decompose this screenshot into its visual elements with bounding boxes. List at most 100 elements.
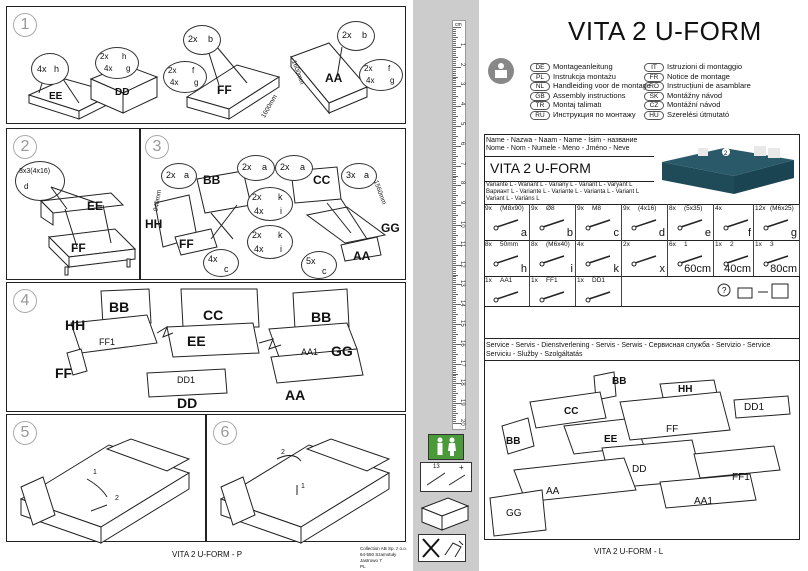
language-text: Montážní návod	[667, 100, 721, 110]
ruler-tick	[453, 173, 456, 175]
hardware-letter: b	[566, 227, 573, 239]
part-label: HH	[65, 317, 86, 333]
ruler-tick	[453, 90, 456, 92]
language-code: CZ	[644, 101, 664, 111]
ruler-tick	[453, 238, 456, 240]
part-label: AA	[285, 387, 306, 403]
ruler-tick	[453, 262, 456, 264]
part-label: FF	[179, 237, 194, 251]
part-label: AA	[325, 71, 343, 85]
ruler-tick	[453, 421, 456, 423]
ruler-tick	[453, 351, 456, 353]
hardware-letter: x	[659, 263, 666, 275]
ruler-tick	[453, 405, 456, 407]
hardware-spec: Ø8	[546, 205, 555, 212]
ruler-tick	[453, 124, 456, 126]
ruler-tick	[453, 264, 461, 266]
ruler-tick	[453, 286, 456, 288]
ruler-tick	[453, 419, 456, 421]
ruler-tick	[453, 296, 456, 298]
ruler-tick	[453, 403, 461, 405]
ruler-tick	[453, 82, 456, 84]
ruler-tick	[453, 187, 456, 189]
ruler-number: 10	[459, 221, 465, 228]
ruler-number: 2	[459, 62, 465, 66]
ruler-tick	[453, 343, 461, 345]
ruler-tick	[453, 213, 456, 215]
variant-line: Variante L - Wariant L - Variany L - Var…	[486, 182, 633, 188]
phone-help-icon: ?	[714, 278, 794, 304]
callout-2x-4x-f-g: 2x f 4x g	[163, 61, 207, 93]
ruler-tick	[453, 32, 456, 34]
ruler-tick	[453, 48, 456, 50]
ruler-tick	[453, 110, 456, 112]
hardware-icon	[493, 219, 519, 231]
language-code: HU	[644, 111, 664, 120]
ruler-tick	[453, 308, 456, 310]
part-label: AA	[546, 486, 560, 497]
direction-number: 1	[93, 469, 97, 476]
hardware-letter: e	[704, 227, 711, 239]
callout-2x-4x: 2x h 4x g	[95, 47, 139, 79]
ruler-tick	[453, 100, 456, 102]
part-label: BB	[612, 376, 627, 387]
ruler-tick	[453, 355, 456, 357]
callout-step3-c: 5x c	[301, 251, 337, 279]
step-number: 3	[145, 135, 169, 159]
part-label: DD	[115, 87, 130, 98]
ruler-tick	[453, 324, 461, 325]
hardware-icon	[585, 255, 611, 267]
ruler-tick	[453, 106, 461, 108]
language-code: TR	[530, 101, 550, 111]
ruler-tick	[453, 149, 456, 151]
ruler-tick	[453, 242, 456, 244]
ruler-tick	[453, 339, 456, 341]
ruler-tick	[453, 80, 456, 82]
table-divider	[484, 360, 800, 361]
ruler-tick	[453, 314, 458, 316]
ruler-number: 4	[459, 102, 465, 106]
hardware-spec: M8	[592, 205, 602, 212]
step-number: 1	[13, 13, 37, 37]
ruler-tick	[453, 60, 456, 62]
ruler-tick	[453, 246, 456, 248]
ruler-tick	[453, 225, 461, 226]
part-label: BB	[203, 173, 221, 187]
ruler-tick	[453, 185, 461, 187]
hardware-qty: 9x	[577, 205, 584, 212]
ruler-tick	[453, 135, 458, 137]
hardware-letter: i	[570, 263, 573, 275]
language-text: Instrukcja montażu	[553, 71, 616, 81]
hardware-cell: 8x(M6x40)i	[530, 240, 576, 276]
ruler-tick	[453, 322, 456, 324]
step6-panel: 6 2 1	[206, 414, 406, 544]
language-text: Montážny návod	[667, 90, 723, 100]
ruler-tick	[453, 52, 456, 54]
hardware-icon	[493, 291, 519, 303]
ruler-tick	[453, 94, 456, 96]
ruler-tick	[453, 167, 456, 169]
step2-drawing	[39, 186, 137, 276]
part-label: FF	[71, 241, 86, 255]
callout-step3: 3x a	[341, 163, 377, 189]
ruler-tick	[453, 290, 456, 292]
part-label: BB	[311, 309, 332, 325]
ruler-number: 3	[459, 82, 465, 86]
table-divider	[484, 306, 800, 307]
ruler-tick	[453, 369, 456, 371]
ruler-tick	[453, 381, 456, 383]
ruler-tick	[453, 153, 456, 155]
ruler-tick	[453, 373, 458, 375]
svg-text:?: ?	[722, 286, 727, 295]
ruler-number: 14	[459, 300, 465, 307]
ruler-number: 6	[459, 141, 465, 146]
plus-icon: +	[459, 463, 464, 472]
hardware-icon	[585, 219, 611, 231]
ruler-tick	[453, 409, 456, 411]
